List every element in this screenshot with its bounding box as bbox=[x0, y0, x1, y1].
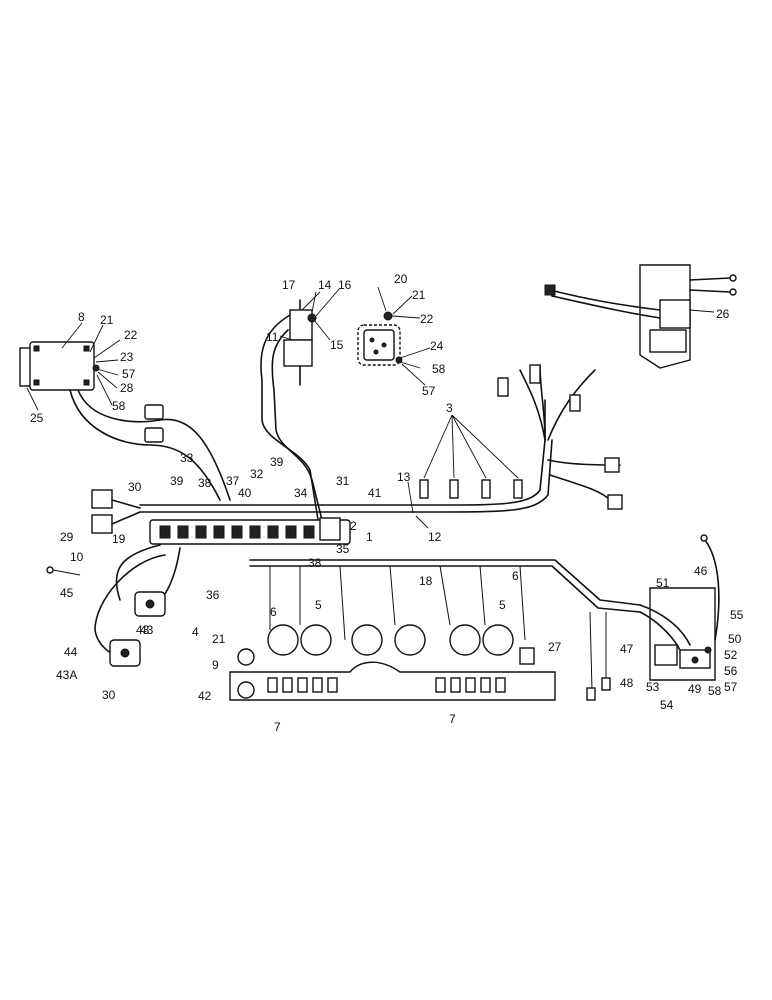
callout-45: 45 bbox=[60, 586, 74, 600]
callout-43A: 43A bbox=[56, 668, 77, 682]
callout-21c: 21 bbox=[212, 632, 226, 646]
callout-38b: 38 bbox=[308, 556, 322, 570]
fuse-strip bbox=[149, 517, 351, 545]
callout-43a: 43 bbox=[136, 623, 150, 637]
callout-8: 8 bbox=[78, 310, 85, 324]
callout-43b: 43 bbox=[140, 623, 154, 637]
callout-58b: 58 bbox=[432, 362, 446, 376]
main-harness bbox=[91, 364, 623, 534]
callout-6a: 6 bbox=[270, 605, 277, 619]
callout-30b: 30 bbox=[102, 688, 116, 702]
callout-21a: 21 bbox=[100, 313, 114, 327]
callout-9: 9 bbox=[212, 658, 219, 672]
callout-12: 12 bbox=[428, 530, 442, 544]
callout-19: 19 bbox=[112, 532, 126, 546]
control-module-left bbox=[19, 341, 231, 501]
callout-16: 16 bbox=[338, 278, 352, 292]
callout-58c: 58 bbox=[708, 684, 722, 698]
ignition-switch-assembly bbox=[260, 299, 323, 521]
callout-29: 29 bbox=[60, 530, 74, 544]
callout-36: 36 bbox=[206, 588, 220, 602]
callout-22b: 22 bbox=[420, 312, 434, 326]
callout-35: 35 bbox=[336, 542, 350, 556]
callout-24: 24 bbox=[430, 339, 444, 353]
callout-7b: 7 bbox=[449, 712, 456, 726]
callout-37: 37 bbox=[226, 474, 240, 488]
callout-10: 10 bbox=[70, 550, 84, 564]
callout-56: 56 bbox=[724, 664, 738, 678]
callout-6b: 6 bbox=[512, 569, 519, 583]
callout-21b: 21 bbox=[412, 288, 426, 302]
callout-58a: 58 bbox=[112, 399, 126, 413]
callout-42: 42 bbox=[198, 689, 212, 703]
callout-55: 55 bbox=[730, 608, 744, 622]
callout-57a: 57 bbox=[122, 367, 136, 381]
callout-14: 14 bbox=[318, 278, 332, 292]
leader-lines bbox=[26, 286, 715, 529]
callout-34: 34 bbox=[294, 486, 308, 500]
callout-52: 52 bbox=[724, 648, 738, 662]
rear-light-switch-assembly bbox=[586, 534, 720, 701]
callout-7a: 7 bbox=[274, 720, 281, 734]
control-module-right bbox=[544, 264, 737, 369]
callout-20: 20 bbox=[394, 272, 408, 286]
callout-49: 49 bbox=[688, 682, 702, 696]
callout-15: 15 bbox=[330, 338, 344, 352]
callout-32: 32 bbox=[250, 467, 264, 481]
callout-38a: 38 bbox=[198, 476, 212, 490]
callout-48: 48 bbox=[620, 676, 634, 690]
callout-13: 13 bbox=[397, 470, 411, 484]
callout-25: 25 bbox=[30, 411, 44, 425]
callout-54: 54 bbox=[660, 698, 674, 712]
callout-50: 50 bbox=[728, 632, 742, 646]
callout-39a: 39 bbox=[170, 474, 184, 488]
callout-44: 44 bbox=[64, 645, 78, 659]
callout-57b: 57 bbox=[422, 384, 436, 398]
light-switch-assembly bbox=[46, 544, 181, 667]
callout-1: 1 bbox=[366, 530, 373, 544]
callout-39b: 39 bbox=[270, 455, 284, 469]
callout-2: 2 bbox=[350, 519, 357, 533]
callout-23: 23 bbox=[120, 350, 134, 364]
callout-33: 33 bbox=[180, 451, 194, 465]
callout-31: 31 bbox=[336, 474, 350, 488]
fuse-relay-module bbox=[357, 311, 403, 366]
callout-41: 41 bbox=[368, 486, 382, 500]
callout-47: 47 bbox=[620, 642, 634, 656]
callout-5a: 5 bbox=[315, 598, 322, 612]
callout-11: 11 bbox=[266, 330, 279, 344]
callout-5b: 5 bbox=[499, 598, 506, 612]
callout-3: 3 bbox=[446, 401, 453, 415]
callout-18: 18 bbox=[419, 574, 433, 588]
callout-53: 53 bbox=[646, 680, 660, 694]
callout-40: 40 bbox=[238, 486, 252, 500]
callout-22a: 22 bbox=[124, 328, 138, 342]
callout-28: 28 bbox=[120, 381, 134, 395]
instrument-panel bbox=[229, 559, 641, 701]
callout-labels: 1 2 3 4 5 5 6 6 7 7 8 9 10 11 12 13 14 1… bbox=[30, 272, 744, 734]
callout-17: 17 bbox=[282, 278, 296, 292]
callout-26: 26 bbox=[716, 307, 730, 321]
callout-30a: 30 bbox=[128, 480, 142, 494]
callout-51: 51 bbox=[656, 576, 670, 590]
callout-57c: 57 bbox=[724, 680, 738, 694]
callout-46: 46 bbox=[694, 564, 708, 578]
callout-27: 27 bbox=[548, 640, 562, 654]
callout-4: 4 bbox=[192, 625, 199, 639]
